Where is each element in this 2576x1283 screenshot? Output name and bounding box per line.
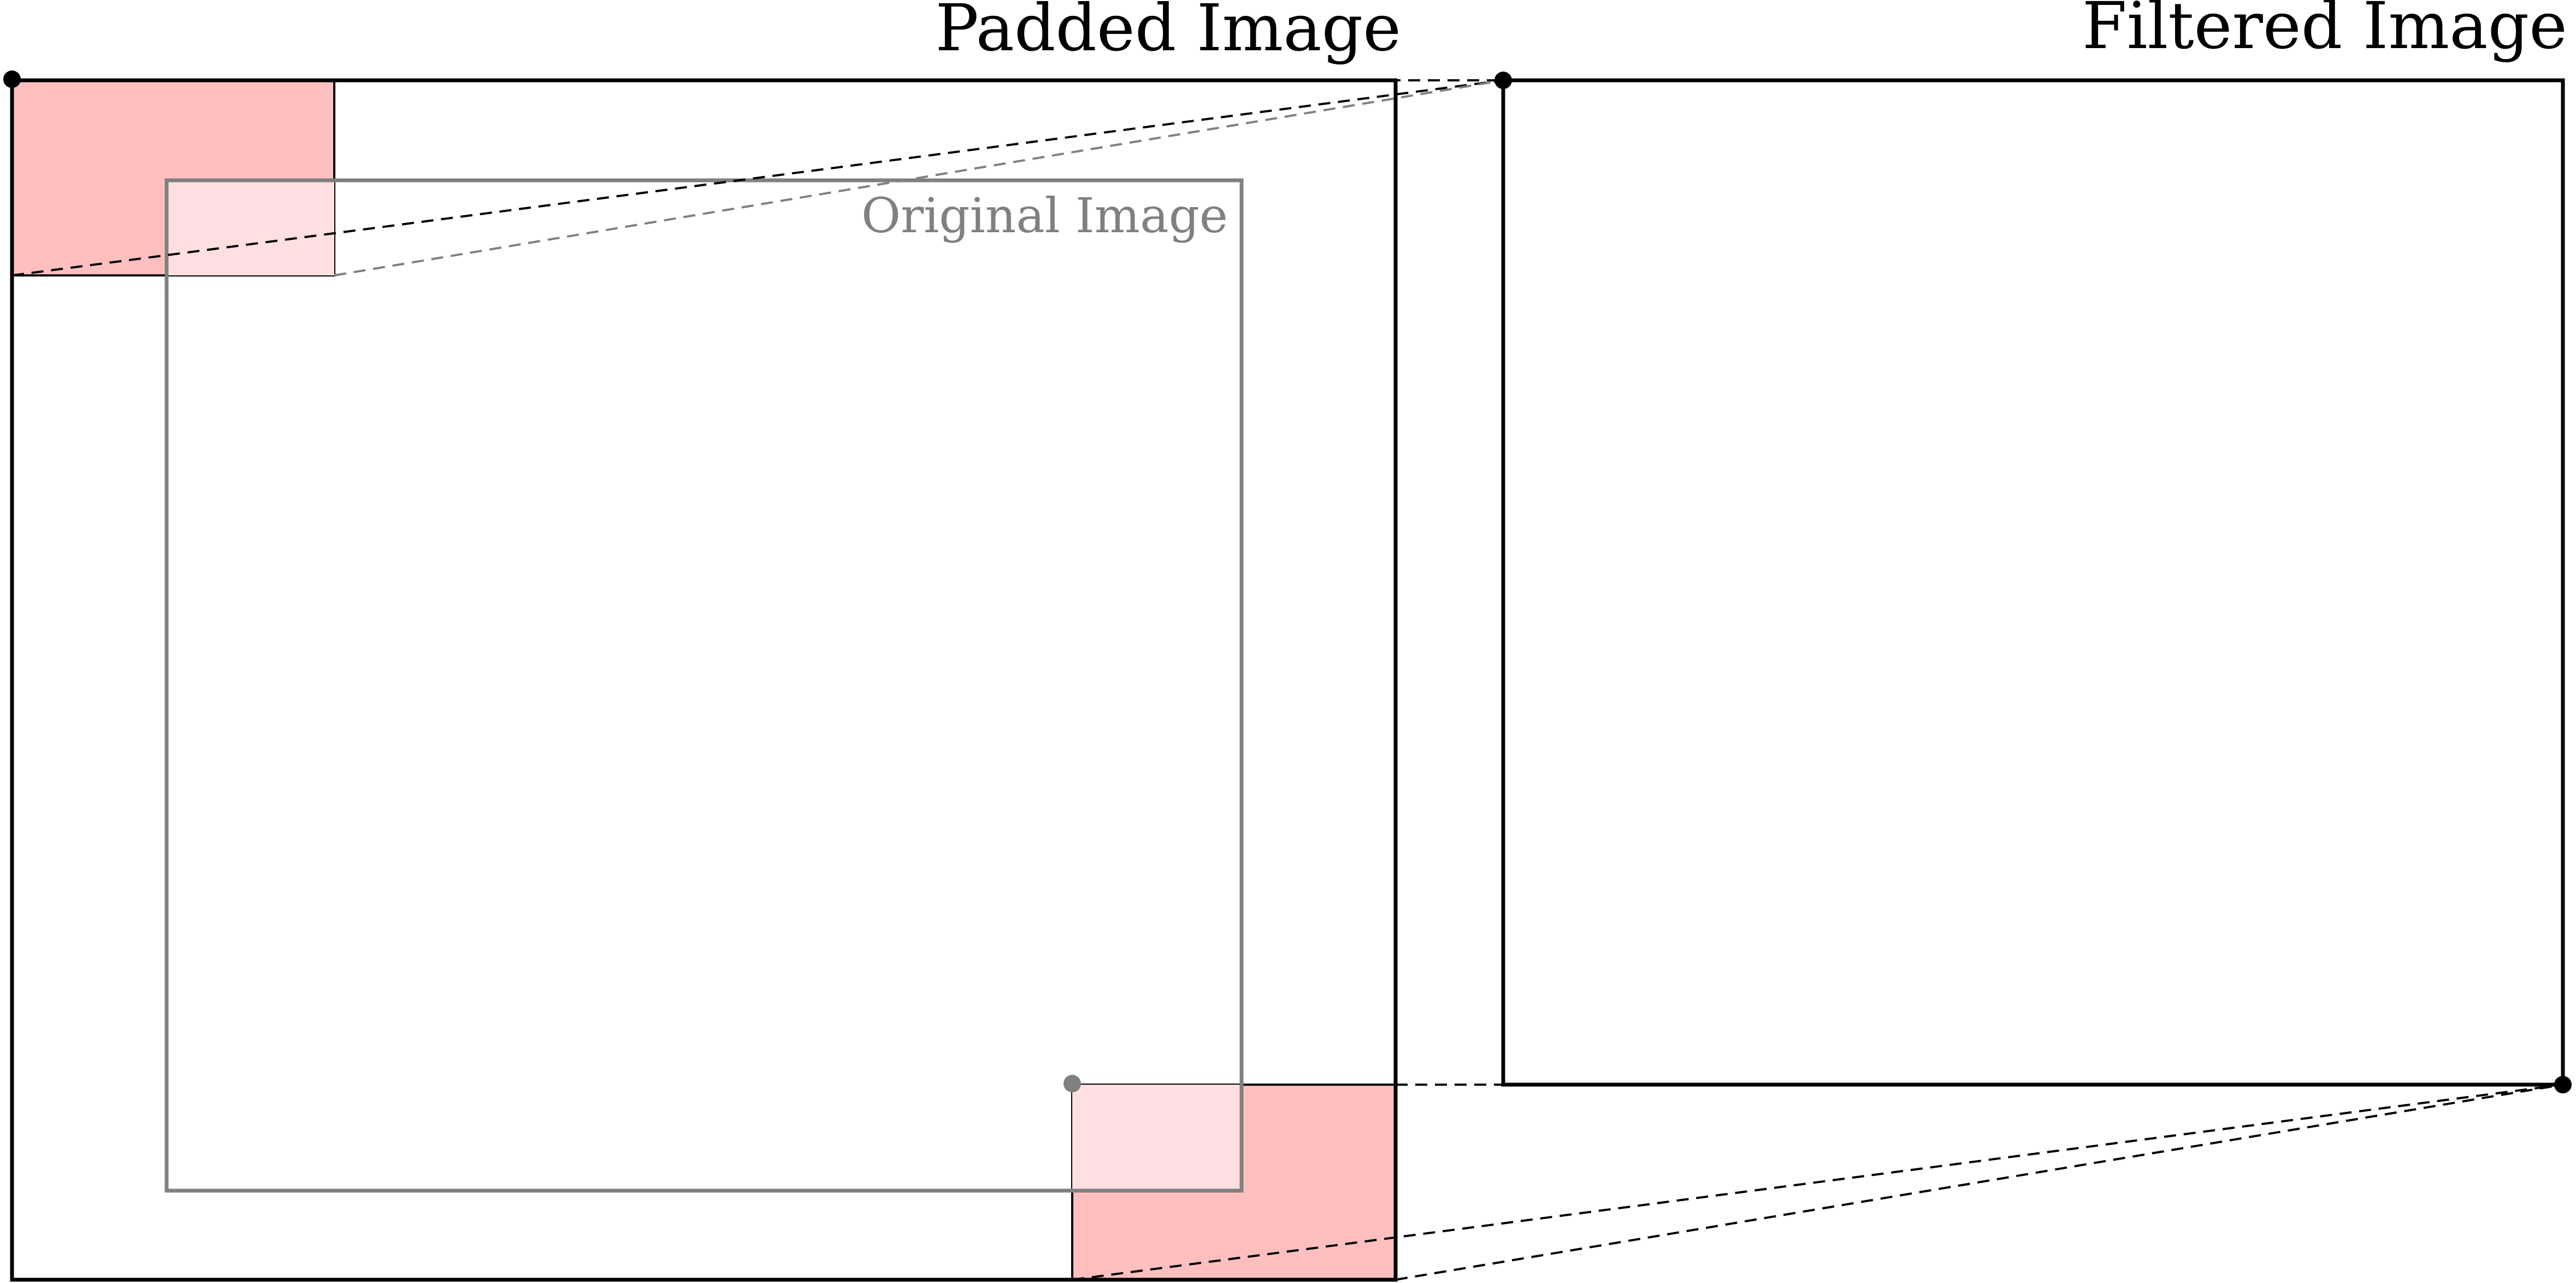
projection-lines-bottom: [1072, 1084, 2563, 1281]
filtered-top-left-dot: [1494, 72, 1512, 89]
original-corner-dot: [1064, 1075, 1081, 1092]
original-image-label: Original Image: [861, 187, 1228, 244]
filtered-image-frame: [1501, 78, 2565, 1087]
original-image-frame: [164, 178, 1244, 1193]
filtered-bottom-right-dot: [2554, 1076, 2572, 1093]
kernel-overlap-bottom-right: [1072, 1085, 1242, 1191]
kernel-overlap-top-left: [167, 180, 334, 275]
projection-lines-top: [11, 79, 1504, 276]
padded-corner-dot: [3, 70, 21, 88]
filtered-image-label: Filtered Image: [2082, 0, 2567, 63]
padded-image-label: Padded Image: [935, 0, 1401, 66]
